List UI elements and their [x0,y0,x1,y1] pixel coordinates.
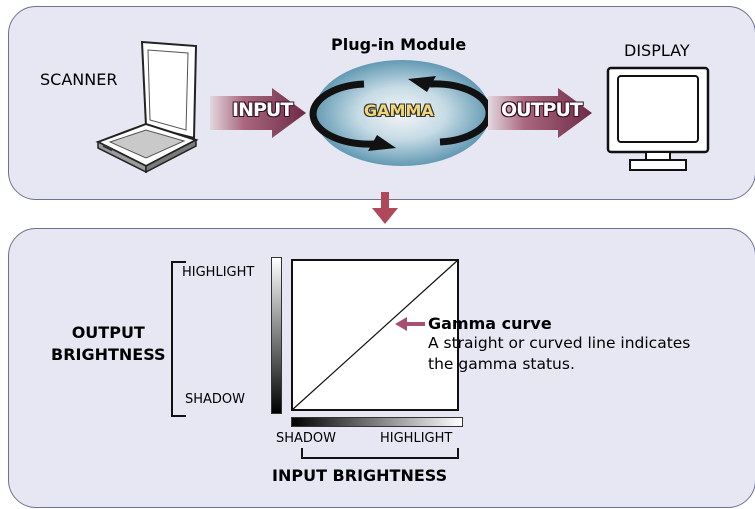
display-icon [606,66,710,171]
x-axis-shadow-label: SHADOW [276,431,337,446]
gamma-curve-title: Gamma curve [428,314,552,333]
gamma-curve-line [291,259,459,411]
y-axis-highlight-label: HIGHLIGHT [182,265,255,280]
gamma-label: GAMMA [364,101,434,120]
gamma-curve-desc-line2: the gamma status. [428,355,575,373]
y-axis-shadow-label: SHADOW [185,392,246,407]
annotation-arrow-icon [395,317,425,331]
down-arrow-icon [372,192,398,224]
output-gradient-bar [271,257,282,414]
x-axis-highlight-label: HIGHLIGHT [380,431,453,446]
gamma-graph [291,259,459,411]
input-arrow-icon [210,88,306,138]
output-label: OUTPUT [501,99,583,121]
gamma-curve-desc-line1: A straight or curved line indicates [428,334,691,352]
output-axis-line1: OUTPUT [71,323,145,342]
input-brightness-label: INPUT BRIGHTNESS [272,466,448,485]
output-axis-bracket [171,261,186,417]
input-label: INPUT [232,99,293,121]
gamma-module-sphere [309,60,493,166]
display-label: DISPLAY [624,41,690,60]
module-title: Plug-in Module [331,35,467,54]
input-gradient-bar [291,417,463,427]
scanner-label: SCANNER [40,70,118,89]
input-axis-bracket [301,448,459,459]
output-axis-line2: BRIGHTNESS [51,345,166,364]
output-arrow-icon [488,88,592,138]
scanner-icon [95,40,199,174]
output-brightness-label: OUTPUT BRIGHTNESS [51,322,166,366]
